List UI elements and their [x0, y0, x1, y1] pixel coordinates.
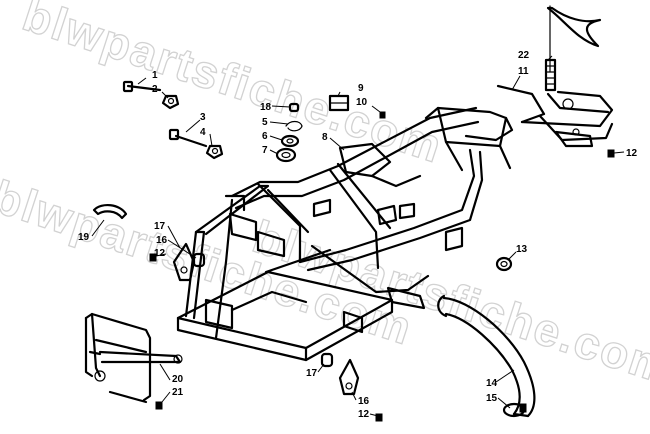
washer[interactable] — [280, 134, 300, 148]
callout-14: 14 — [486, 378, 498, 389]
callout-21: 21 — [172, 387, 184, 398]
screw[interactable] — [607, 149, 615, 158]
spacer[interactable] — [192, 252, 206, 268]
callout-11: 11 — [518, 66, 529, 77]
plug[interactable] — [495, 256, 513, 272]
callout-6: 6 — [262, 131, 268, 142]
callout-18: 18 — [260, 102, 272, 113]
callout-2: 2 — [152, 84, 158, 95]
callout-5: 5 — [262, 117, 268, 128]
callout-labels: 1 2 3 4 5 6 7 8 9 10 11 12 12 12 13 14 1… — [78, 50, 638, 420]
callout-10: 10 — [356, 97, 368, 108]
screw[interactable] — [155, 401, 163, 410]
bushing[interactable] — [288, 102, 300, 113]
callout-16: 16 — [156, 235, 168, 246]
bolt[interactable] — [168, 128, 208, 148]
bearing[interactable] — [275, 147, 297, 163]
rear-rack[interactable] — [496, 84, 614, 148]
callout-9: 9 — [358, 83, 364, 94]
leader-lines — [91, 55, 625, 417]
watermark-text: blwpartsfiche.com — [17, 0, 450, 173]
callout-1: 1 — [152, 70, 158, 81]
callout-20: 20 — [172, 374, 184, 385]
screw[interactable] — [149, 253, 157, 262]
callout-22: 22 — [518, 50, 530, 61]
clamp[interactable] — [502, 402, 527, 418]
strap[interactable] — [92, 204, 128, 220]
callout-8: 8 — [322, 132, 328, 143]
callout-12: 12 — [358, 409, 370, 420]
screw[interactable] — [379, 111, 386, 119]
mount-bracket[interactable] — [172, 242, 196, 282]
callout-17: 17 — [306, 368, 318, 379]
spacer[interactable] — [320, 352, 334, 368]
grommet[interactable] — [328, 94, 350, 112]
callout-16: 16 — [358, 396, 370, 407]
callout-4: 4 — [200, 127, 206, 138]
snap-ring[interactable] — [285, 120, 303, 132]
callout-19: 19 — [78, 232, 90, 243]
callout-15: 15 — [486, 393, 498, 404]
front-bumper[interactable] — [84, 312, 183, 404]
callout-13: 13 — [516, 244, 528, 255]
mount-bracket[interactable] — [338, 358, 360, 396]
main-frame[interactable] — [176, 106, 514, 362]
bolt[interactable] — [122, 80, 162, 93]
callout-17: 17 — [154, 221, 166, 232]
flag-whip[interactable] — [544, 5, 602, 92]
nut[interactable] — [161, 94, 180, 110]
callout-3: 3 — [200, 112, 206, 123]
screw[interactable] — [375, 413, 383, 422]
nut[interactable] — [205, 144, 224, 160]
callout-7: 7 — [262, 145, 268, 156]
callout-12: 12 — [626, 148, 638, 159]
callout-12: 12 — [154, 248, 166, 259]
exhaust-hose[interactable] — [437, 294, 536, 418]
